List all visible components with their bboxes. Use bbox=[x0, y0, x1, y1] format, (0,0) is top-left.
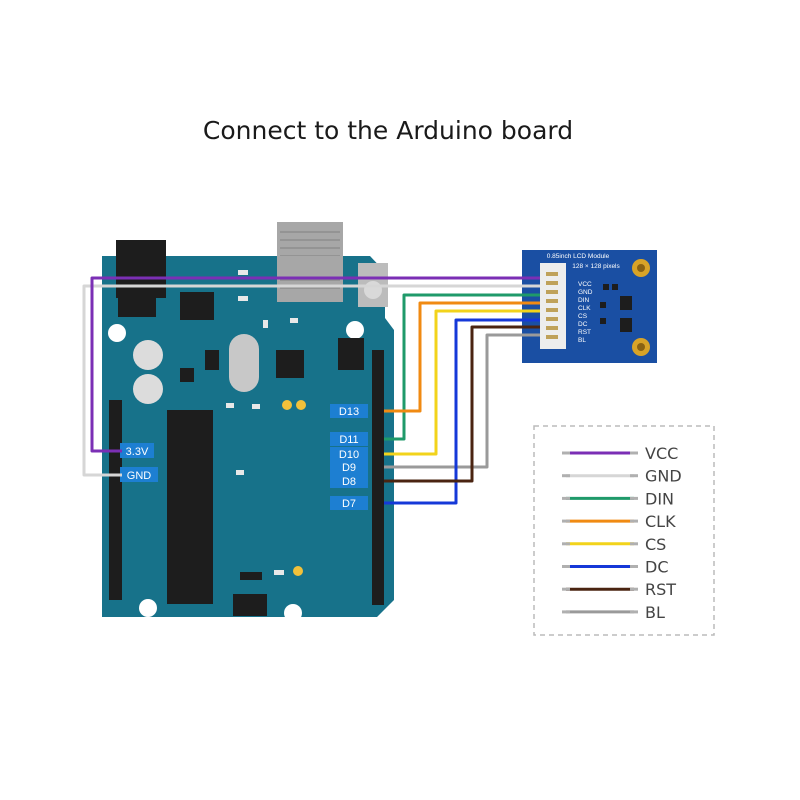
crystal bbox=[229, 334, 259, 392]
lcd-pin-label: GND bbox=[578, 289, 593, 296]
legend-label: RST bbox=[645, 580, 676, 599]
lcd-pin-label: VCC bbox=[578, 281, 592, 288]
mounting-hole bbox=[346, 321, 364, 339]
lcd-pin-label: DC bbox=[578, 321, 588, 328]
legend: VCC GND DIN CLK CS DC RST BL bbox=[533, 425, 715, 636]
icsp-header bbox=[233, 594, 267, 616]
legend-label: BL bbox=[645, 603, 665, 622]
lcd-module-resolution: 128 × 128 pixels bbox=[572, 263, 620, 270]
legend-item-dc: DC bbox=[562, 558, 669, 577]
legend-label: VCC bbox=[645, 444, 678, 463]
legend-item-rst: RST bbox=[562, 580, 676, 599]
mounting-hole bbox=[108, 324, 126, 342]
lcd-module-title: 0.85inch LCD Module bbox=[547, 253, 610, 260]
capacitor bbox=[133, 340, 163, 370]
pin-label-d11: D11 bbox=[339, 434, 358, 446]
wire-bl bbox=[384, 333, 540, 469]
wire-din bbox=[384, 293, 540, 441]
legend-item-din: DIN bbox=[562, 489, 674, 508]
legend-item-bl: BL bbox=[562, 603, 665, 622]
legend-label: CS bbox=[645, 535, 666, 554]
pin-label-d10: D10 bbox=[339, 449, 359, 461]
legend-label: GND bbox=[645, 467, 682, 486]
legend-label: DIN bbox=[645, 489, 674, 508]
pin-label-d9: D9 bbox=[342, 462, 356, 474]
legend-item-clk: CLK bbox=[562, 512, 676, 531]
wires bbox=[82, 276, 540, 505]
lcd-connector bbox=[540, 263, 566, 349]
regulator bbox=[180, 292, 214, 320]
lcd-pin-label: CS bbox=[578, 313, 588, 320]
mounting-hole bbox=[284, 604, 302, 622]
arduino-board bbox=[102, 222, 394, 622]
page-title: Connect to the Arduino board bbox=[202, 116, 574, 145]
icsp-header bbox=[338, 338, 364, 370]
capacitor bbox=[133, 374, 163, 404]
legend-item-cs: CS bbox=[562, 535, 666, 554]
wire-cs bbox=[384, 309, 540, 456]
digital-header bbox=[372, 350, 384, 605]
microcontroller-chip bbox=[167, 410, 213, 604]
wire-rst bbox=[384, 325, 540, 483]
wire-vcc bbox=[90, 276, 540, 453]
lcd-pin-label: DIN bbox=[578, 297, 590, 304]
board-pin-labels: 3.3V GND D13 D11 D10 D9 D8 D7 bbox=[120, 404, 368, 510]
lcd-module: 0.85inch LCD Module 128 × 128 pixels VCC… bbox=[522, 250, 657, 363]
usb-chip bbox=[276, 350, 304, 378]
mounting-hole bbox=[139, 599, 157, 617]
legend-label: CLK bbox=[645, 512, 676, 531]
legend-item-vcc: VCC bbox=[562, 444, 678, 463]
pin-label-d7: D7 bbox=[342, 498, 356, 510]
pin-label-d13: D13 bbox=[339, 406, 359, 418]
lcd-pin-label: BL bbox=[578, 337, 586, 344]
wire-clk bbox=[384, 301, 540, 413]
pin-label-gnd: GND bbox=[127, 470, 152, 482]
legend-label: DC bbox=[645, 558, 669, 577]
lcd-pin-label: CLK bbox=[578, 305, 591, 312]
wire-dc bbox=[384, 318, 540, 505]
barrel-jack bbox=[116, 240, 166, 258]
legend-item-gnd: GND bbox=[562, 467, 682, 486]
wire-gnd bbox=[82, 284, 540, 477]
lcd-pin-label: RST bbox=[578, 329, 591, 336]
pin-label-3v3: 3.3V bbox=[126, 446, 149, 458]
legend-box bbox=[533, 425, 715, 636]
power-header bbox=[109, 400, 122, 600]
pin-label-d8: D8 bbox=[342, 476, 356, 488]
